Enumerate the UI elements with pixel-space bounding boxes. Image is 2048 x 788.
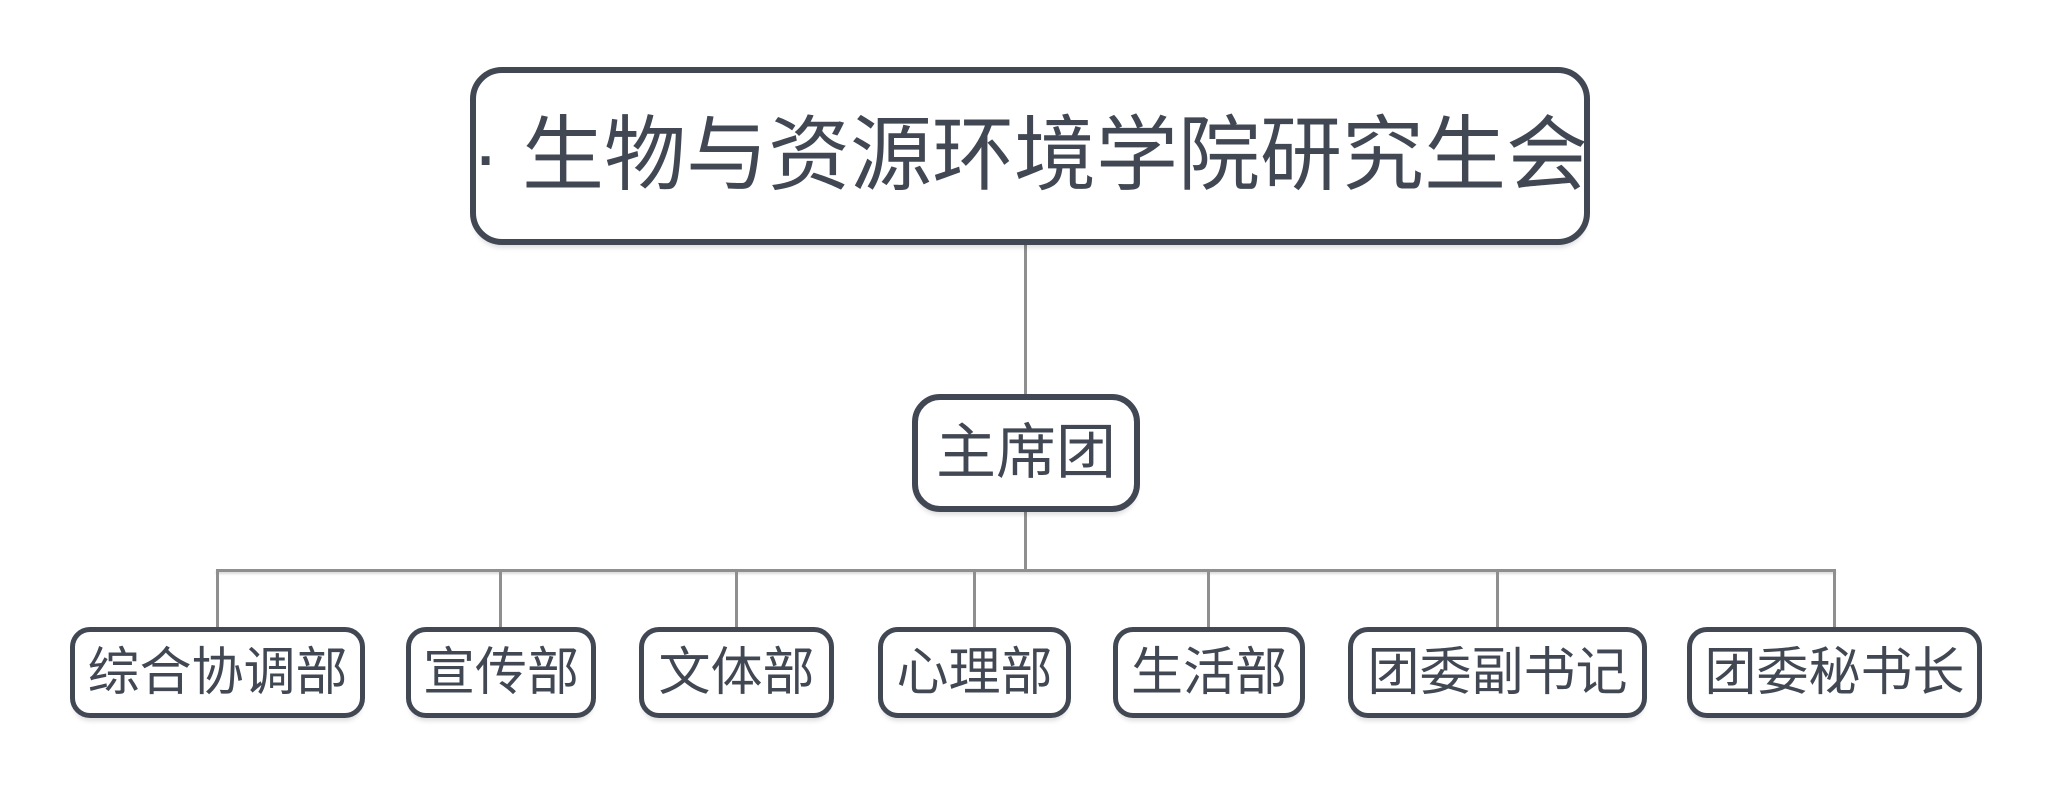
org-node-league-deputy-secretary[interactable]: 团委副书记 [1348, 627, 1647, 718]
org-node-root[interactable]: · 生物与资源环境学院研究生会 [470, 67, 1590, 245]
org-node-label: 团委副书记 [1367, 643, 1628, 702]
org-node-presidium[interactable]: 主席团 [912, 394, 1140, 512]
org-node-label: 生活部 [1130, 643, 1287, 702]
connector-root-to-presidium [1024, 245, 1027, 394]
connector-drop-4 [973, 569, 976, 627]
connector-drop-6 [1496, 569, 1499, 627]
org-node-label: 文体部 [658, 643, 815, 702]
connector-drop-5 [1207, 569, 1210, 627]
connector-drop-2 [499, 569, 502, 627]
org-node-dept-publicity[interactable]: 宣传部 [406, 627, 596, 718]
connector-drop-1 [216, 569, 219, 627]
connector-drop-3 [735, 569, 738, 627]
org-node-label: 心理部 [896, 643, 1053, 702]
org-node-label: 综合协调部 [87, 643, 348, 702]
connector-drop-7 [1833, 569, 1836, 627]
org-node-label: 团委秘书长 [1704, 643, 1965, 702]
connector-presidium-to-bus [1024, 512, 1027, 569]
org-node-dept-life[interactable]: 生活部 [1113, 627, 1305, 718]
org-node-dept-psychology[interactable]: 心理部 [878, 627, 1071, 718]
org-node-dept-culture-sports[interactable]: 文体部 [639, 627, 834, 718]
org-node-label: 宣传部 [422, 643, 579, 702]
connector-bus-line [216, 569, 1836, 572]
org-node-league-secretary-general[interactable]: 团委秘书长 [1687, 627, 1982, 718]
org-node-dept-coordination[interactable]: 综合协调部 [70, 627, 365, 718]
org-node-root-label: · 生物与资源环境学院研究生会 [471, 110, 1589, 201]
org-node-presidium-label: 主席团 [936, 419, 1116, 486]
